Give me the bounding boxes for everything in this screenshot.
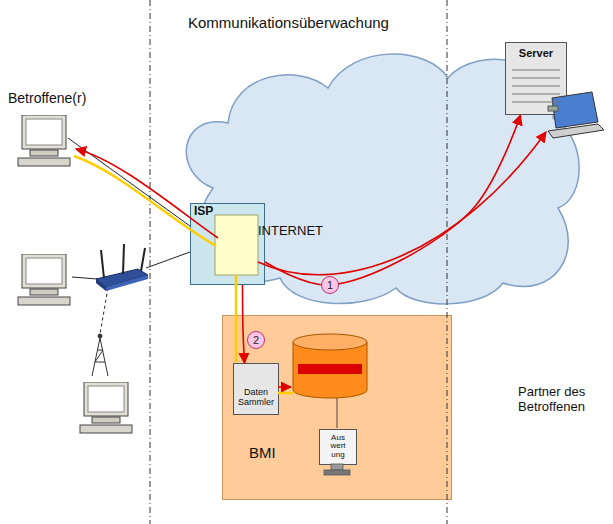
- traffic-line: [74, 132, 546, 428]
- isp-tap: [215, 215, 258, 275]
- radio-tower: [98, 334, 102, 338]
- access-wire: [68, 138, 190, 226]
- laptop: [548, 124, 604, 138]
- collector-label: Daten Sammler: [234, 388, 278, 408]
- group-label: Partner des Betroffenen: [518, 384, 608, 414]
- radio-tower: [95, 362, 105, 363]
- wlan-router: [101, 250, 104, 278]
- collector-server: Daten Sammler: [233, 363, 279, 415]
- wlan-router: [96, 244, 148, 291]
- zone-divider: [150, 0, 447, 524]
- radio-tower: [92, 334, 108, 376]
- monitor-stand: [324, 464, 350, 475]
- traffic-line: [76, 149, 218, 238]
- traffic-connector: [243, 285, 245, 363]
- traffic-line: [278, 386, 291, 388]
- server-label: Server: [506, 47, 566, 60]
- network-label: INTERNET: [258, 224, 323, 239]
- access-wire: [68, 138, 190, 334]
- monitor-stand: [331, 464, 343, 470]
- server-slots: [512, 78, 560, 79]
- server-slots: [512, 70, 560, 71]
- wlan-router: [141, 248, 145, 271]
- access-wire: [100, 288, 108, 334]
- server-slots: [512, 94, 560, 95]
- traffic-connector: [265, 115, 521, 285]
- wlan-router: [123, 244, 124, 274]
- database-cylinder: [293, 334, 367, 350]
- callout-number: 2: [247, 331, 265, 349]
- radio-tower: [100, 338, 108, 376]
- monitor-stand: [324, 470, 350, 475]
- evaluation-label: Aus wert ung: [327, 434, 349, 459]
- user-computer: [80, 382, 132, 433]
- wlan-router: [96, 279, 106, 291]
- database-cylinder: [298, 364, 362, 374]
- user-computer: [18, 254, 70, 305]
- evaluation-monitor: Aus wert ung: [319, 429, 357, 465]
- server-slots: [512, 70, 560, 111]
- laptop: [548, 92, 604, 138]
- traffic-line: [258, 132, 546, 275]
- radio-tower: [95, 350, 103, 362]
- laptop: [552, 92, 598, 128]
- server-slots: [512, 102, 560, 103]
- traffic-line: [337, 398, 338, 428]
- radio-tower: [97, 350, 103, 351]
- wlan-router: [106, 275, 148, 291]
- access-wire: [72, 277, 97, 279]
- zone-divider: [447, 0, 448, 524]
- zone-divider: [150, 0, 151, 524]
- traffic-line: [235, 275, 238, 362]
- database-cylinder: [293, 334, 367, 398]
- traffic-line: [74, 156, 216, 246]
- user-computer: [18, 115, 70, 166]
- traffic-line: [278, 392, 293, 395]
- group-label: Betroffene(r): [8, 90, 86, 106]
- server-slots: [548, 106, 558, 111]
- server-slots: [512, 86, 560, 87]
- callout-number: 1: [321, 276, 339, 294]
- isp-label: ISP: [194, 205, 213, 219]
- access-wire: [146, 252, 190, 268]
- bmi-label: BMI: [249, 444, 276, 461]
- diagram-title: Kommunikationsüberwachung: [188, 14, 389, 31]
